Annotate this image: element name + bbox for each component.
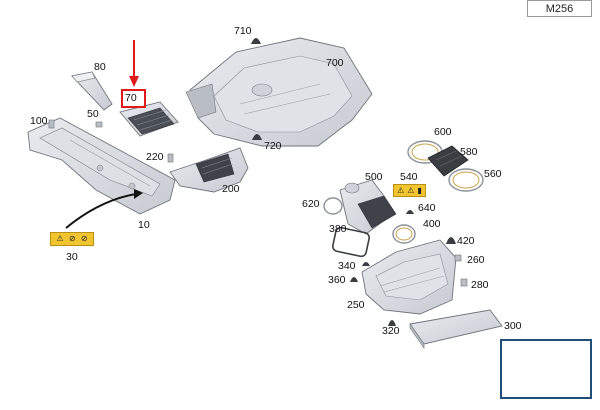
warning-triangle-icon: ⚠ — [56, 234, 64, 243]
warning-triangle-icon: ⚠ — [397, 185, 405, 195]
part-30-warning-label: ⚠ ⊘ ⊘ — [50, 232, 94, 246]
callout-710[interactable]: 710 — [234, 25, 252, 37]
callout-340[interactable]: 340 — [338, 260, 356, 272]
callout-10[interactable]: 10 — [138, 219, 150, 231]
callout-640[interactable]: 640 — [418, 202, 436, 214]
callout-250[interactable]: 250 — [347, 299, 365, 311]
prohibition-icon: ⊘ — [68, 234, 76, 243]
callout-560[interactable]: 560 — [484, 168, 502, 180]
warning-triangle-icon: ⚠ — [407, 185, 415, 195]
red-pointer-arrow — [129, 40, 139, 87]
part-560-gasket — [448, 168, 484, 192]
part-280-screw — [460, 278, 468, 287]
part-500-air-duct — [339, 179, 397, 235]
part-380-gasket — [332, 226, 370, 258]
part-620-ring — [323, 197, 343, 215]
label-pointer-arrow — [65, 189, 143, 229]
callout-420[interactable]: 420 — [457, 235, 475, 247]
highlighted-callout-box — [121, 89, 146, 108]
part-540-warning-label: ⚠ ⚠ ▮ — [393, 184, 426, 197]
callout-380[interactable]: 380 — [329, 223, 347, 235]
callout-70[interactable]: 70 — [125, 92, 137, 104]
part-720-mount — [252, 134, 262, 140]
part-700-engine-cover — [185, 37, 373, 147]
part-320-mount — [388, 320, 396, 326]
part-80-trim — [71, 71, 113, 111]
part-580-filter — [427, 145, 469, 177]
callout-200[interactable]: 200 — [222, 183, 240, 195]
part-340-mount — [362, 262, 370, 266]
callout-260[interactable]: 260 — [467, 254, 485, 266]
part-420-mount — [446, 237, 456, 244]
callout-30[interactable]: 30 — [66, 251, 78, 263]
model-code-badge: M256 — [527, 0, 592, 17]
callout-360[interactable]: 360 — [328, 274, 346, 286]
callout-700[interactable]: 700 — [326, 57, 344, 69]
part-300-filter-panel — [409, 309, 503, 349]
callout-500[interactable]: 500 — [365, 171, 383, 183]
callout-100[interactable]: 100 — [30, 115, 48, 127]
callout-280[interactable]: 280 — [471, 279, 489, 291]
callout-50[interactable]: 50 — [87, 108, 99, 120]
part-640-mount — [406, 210, 414, 214]
part-200-intake-duct — [169, 147, 249, 193]
callout-580[interactable]: 580 — [460, 146, 478, 158]
overview-inset-frame[interactable] — [500, 339, 592, 399]
callout-600[interactable]: 600 — [434, 126, 452, 138]
callout-720[interactable]: 720 — [264, 140, 282, 152]
part-360-mount — [350, 277, 358, 282]
callout-620[interactable]: 620 — [302, 198, 320, 210]
info-icon: ▮ — [417, 185, 422, 195]
part-250-filter-housing — [361, 239, 457, 315]
part-70-intake-duct — [119, 101, 179, 137]
part-100-screw — [48, 119, 55, 129]
part-260-screw — [454, 254, 462, 262]
callout-300[interactable]: 300 — [504, 320, 522, 332]
prohibition-icon: ⊘ — [80, 234, 88, 243]
callout-220[interactable]: 220 — [146, 151, 164, 163]
part-50-clip — [95, 121, 103, 128]
part-220-screw — [167, 153, 174, 163]
callout-80[interactable]: 80 — [94, 61, 106, 73]
callout-320[interactable]: 320 — [382, 325, 400, 337]
part-710-mount — [251, 38, 261, 44]
callout-400[interactable]: 400 — [423, 218, 441, 230]
part-10-bracket — [27, 117, 176, 215]
part-400-ring — [392, 224, 416, 244]
callout-540[interactable]: 540 — [400, 171, 418, 183]
